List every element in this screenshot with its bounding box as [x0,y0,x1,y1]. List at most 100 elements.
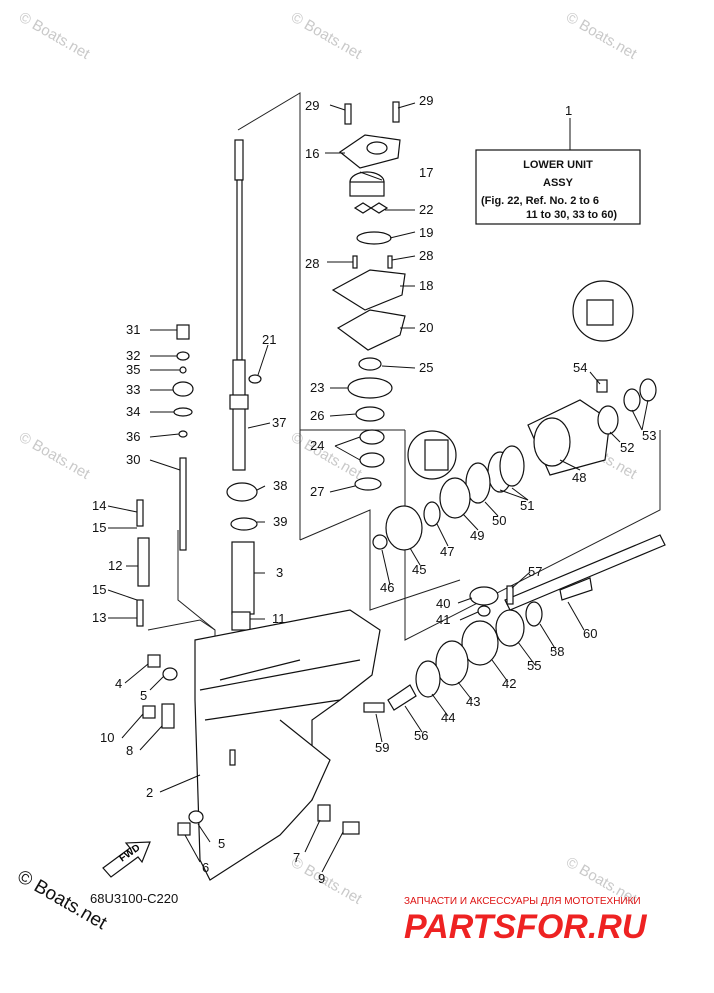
callout-label: 1 [565,103,572,118]
callout-label: 5 [140,688,147,703]
plate [161,703,175,729]
shift-pin [137,537,150,587]
dog-clutch [495,609,525,647]
callout-label: 8 [126,743,133,758]
o-ring [355,406,385,422]
shaft-spline [234,139,244,181]
diagram-code: 68U3100-C220 [90,891,178,906]
callout-label: 39 [273,514,287,529]
callout-label: 29 [305,98,319,113]
callout-label: 26 [310,408,324,423]
o-ring [499,445,525,487]
callout-label: 35 [126,362,140,377]
washer [162,667,178,681]
frame-line [147,619,216,631]
drive-shaft [229,139,249,471]
bolt [392,101,400,123]
lower-case [194,609,381,881]
washer [188,810,204,824]
callout-label: 15 [92,520,106,535]
info-box-border [475,149,641,225]
callout-label: 42 [502,676,516,691]
callout-label: 6 [202,860,209,875]
callout-label: 2 [146,785,153,800]
callout-label: 43 [466,694,480,709]
site-caption: ЗАПЧАСТИ И АКСЕССУАРЫ ДЛЯ МОТОТЕХНИКИ [404,896,641,907]
assembly-info-box: 1 LOWER UNIT ASSY (Fig. 22, Ref. No. 2 t… [475,103,641,225]
shift-rod-lever [172,381,194,397]
callout-label: 19 [419,225,433,240]
callout-label: 50 [492,513,506,528]
washer [372,534,388,550]
watermark: © Boats.net [16,429,93,483]
box-title: LOWER UNIT [523,159,593,171]
water-pump-stack [331,101,406,491]
callout-label: 56 [414,728,428,743]
callout-label: 47 [440,544,454,559]
bolt [142,705,156,719]
propeller-shaft-assembly [363,280,666,713]
watermark: © Boats.net [16,9,93,63]
o-ring [173,407,193,417]
seal [597,405,619,435]
detail-part [424,439,449,471]
callout-label: 40 [436,596,450,611]
arrow-shape [102,841,151,878]
callout-label: 58 [550,644,564,659]
callout-label: 17 [419,165,433,180]
callout-label: 7 [293,850,300,865]
callout-label: 11 [272,611,286,626]
callout-label: 12 [108,558,122,573]
callout-label: 23 [310,380,324,395]
pin [387,255,393,269]
trim-tab [317,804,331,822]
callout-label: 3 [276,565,283,580]
callout-label: 46 [380,580,394,595]
bolt [596,379,608,393]
callout-label: 59 [375,740,389,755]
clip [179,366,187,374]
callout-label: 36 [126,429,140,444]
callout-label: 25 [419,360,433,375]
detail-part [586,299,614,326]
frame-line [299,509,461,611]
bolt [147,654,161,668]
callout-label: 10 [100,730,114,745]
callout-label: 24 [310,438,324,453]
nut [477,605,491,617]
callout-label: 16 [305,146,319,161]
callout-label: 52 [620,440,634,455]
pin [506,585,514,605]
housing-bore [533,417,571,467]
callout-label: 33 [126,382,140,397]
washer [230,517,258,531]
callout-label: 15 [92,582,106,597]
impeller [353,202,389,214]
forward-gear [461,620,499,666]
shift-rod [179,457,187,551]
callout-label: 51 [520,498,534,513]
seal [639,378,657,402]
callout-label: 4 [115,676,122,691]
washer [525,601,543,627]
slot [229,749,236,766]
callout-label: 49 [470,528,484,543]
callout-label: 29 [419,93,433,108]
shaft-spline [559,577,593,601]
bolt [177,822,191,836]
plate-gasket [336,309,406,351]
callout-label: 60 [583,626,597,641]
nut [176,351,190,361]
taper-bearing [435,640,469,686]
washer [354,477,382,491]
callout-label: 21 [262,332,276,347]
box-subtitle: ASSY [543,177,574,189]
callout-label: 13 [92,610,106,625]
pin [352,255,358,269]
callout-label: 5 [218,836,225,851]
grommet [176,324,190,340]
case-fin [279,719,331,801]
frame-line [237,92,301,540]
bolt [344,103,352,125]
